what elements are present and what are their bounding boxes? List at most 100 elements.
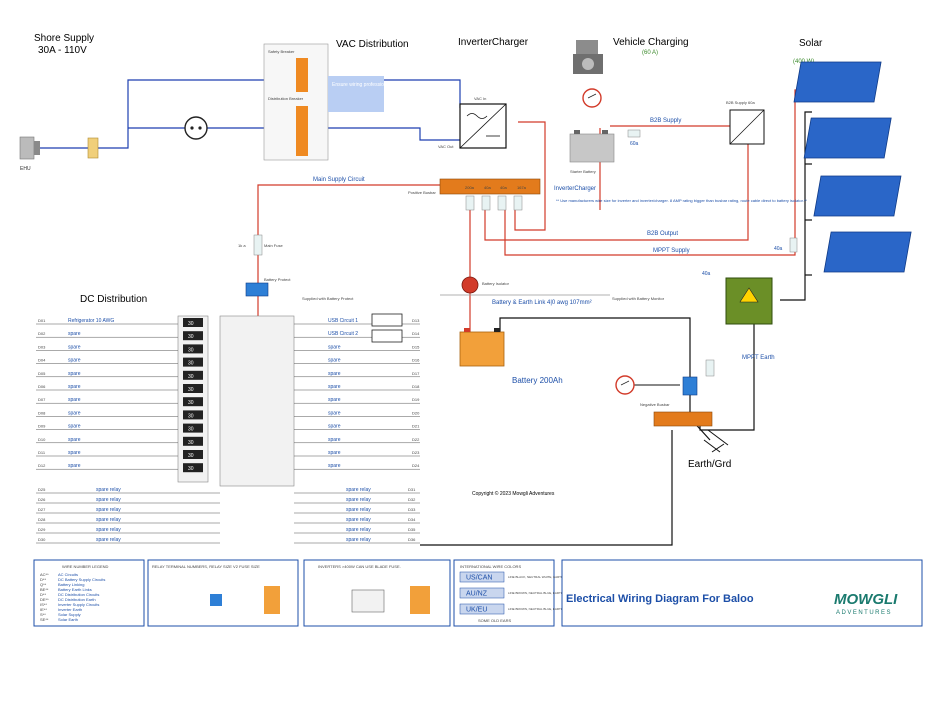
b2b-output-label: B2B Output [647,231,678,237]
blade-fuse-rating: 30 [188,466,194,472]
circuit-label: spare [328,410,341,416]
circuit-label: spare [68,410,81,416]
blade-fuse-slot[interactable] [183,384,203,393]
dc-distribution-title: DC Distribution [80,294,147,305]
starter-battery [569,133,615,163]
wire-region-colors: LINE BLACK, NEUTRAL WHITE, EARTH GREEN [508,575,575,579]
battery-isolator[interactable] [461,276,479,294]
legend-code: BE** [40,587,49,592]
legend-description: Solar Supply [58,612,81,617]
legend-description: Inverter Supply Circuits [58,602,99,607]
legend-description: AC Circuits [58,572,78,577]
earth-grd-label: Earth/Grd [688,459,731,470]
blade-fuse-slot[interactable] [183,357,203,367]
blade-fuse-slot[interactable] [183,436,203,446]
blade-fuse-slot[interactable] [183,318,203,327]
circuit-code: D16 [412,358,420,363]
circuit-code: D31 [408,487,416,492]
wire-region-name: AU/NZ [466,591,488,598]
safety-breaker[interactable] [296,58,308,92]
circuit-label: spare relay [96,517,121,523]
legend-code: S** [40,612,46,617]
circuit-label: spare [328,371,341,377]
inverter-icon [351,589,385,613]
legend-code: Q** [40,582,47,587]
circuit-label: spare relay [96,487,121,493]
distribution-breaker[interactable] [296,106,308,156]
shunt-fuse[interactable] [705,359,715,377]
ac-note-text: Ensure wiring professional reviews the A… [332,82,459,88]
blade-fuse-rating: 30 [188,361,194,367]
fuse-rating-3: 40a [500,185,507,190]
fuse-rating-4: 167a [517,185,527,190]
relay-icon [210,594,222,606]
vehicle-charging-amps: (60 A) [642,50,658,56]
vac-out-label: VAC Out [438,144,454,149]
b2b-fuse[interactable] [627,129,641,138]
wire-colors-title: INTERNATIONAL WIRE COLORS [460,564,521,569]
circuit-code: D33 [408,507,416,512]
circuit-code: D22 [412,437,420,442]
circuit-label: spare [328,344,341,350]
mppt-fuse[interactable] [789,237,798,253]
circuit-label: Refrigerator 10 AWG [68,318,114,324]
mppt-supply-fuse-rating: 40a [702,271,711,277]
blade-fuse-slot[interactable] [183,463,203,473]
wire-region-badge [459,587,505,599]
solar-panel [803,117,892,159]
relay-fuse-block [264,586,280,614]
legend-code: DE** [40,597,49,602]
wire-region-badge [459,571,505,583]
main-fuse-rating: 1k a [238,243,246,248]
legend-code: D** [40,592,46,597]
blade-fuse-slot[interactable] [183,370,203,380]
wire-region-colors: LINE BROWN, NEUTRAL BLUE, EARTH GREEN-YE… [508,607,588,611]
brand-tagline: ADVENTURES [836,610,892,616]
blade-fuse-slot[interactable] [183,397,203,407]
main-fuse[interactable] [253,234,263,256]
negative-busbar-label: Negative Busbar [640,402,670,407]
dc-fuse-block-main [219,315,295,487]
circuit-code: D27 [38,507,46,512]
blade-fuse-slot[interactable] [183,450,203,459]
circuit-label: spare relay [346,537,371,543]
circuit-code: D06 [38,384,46,389]
circuit-code: D14 [412,331,420,336]
blade-fuse-slot[interactable] [183,423,203,433]
wire-region-name: UK/EU [466,607,487,614]
mppt-fuse-rating: 40a [774,246,783,252]
blade-fuse-slot[interactable] [183,331,203,341]
solar-panel [823,231,912,273]
legend-code: SE** [40,617,49,622]
blade-fuse-rating: 30 [188,321,194,327]
legend-code: IE** [40,607,47,612]
fuse-rating-1: 200a [465,185,475,190]
battery-protect [245,282,269,297]
blade-fuse-rating: 30 [188,374,194,380]
blade-fuse-rating: 30 [188,387,194,393]
circuit-code: D21 [412,424,420,429]
inverter-charger-title: InverterCharger [458,37,529,48]
main-fuse-label: Main Fuse [264,243,283,248]
circuit-code: D12 [38,463,46,468]
blade-fuse-slot[interactable] [183,344,203,354]
blade-fuse-rating: 30 [188,440,194,446]
blade-fuse-slot[interactable] [183,410,203,420]
